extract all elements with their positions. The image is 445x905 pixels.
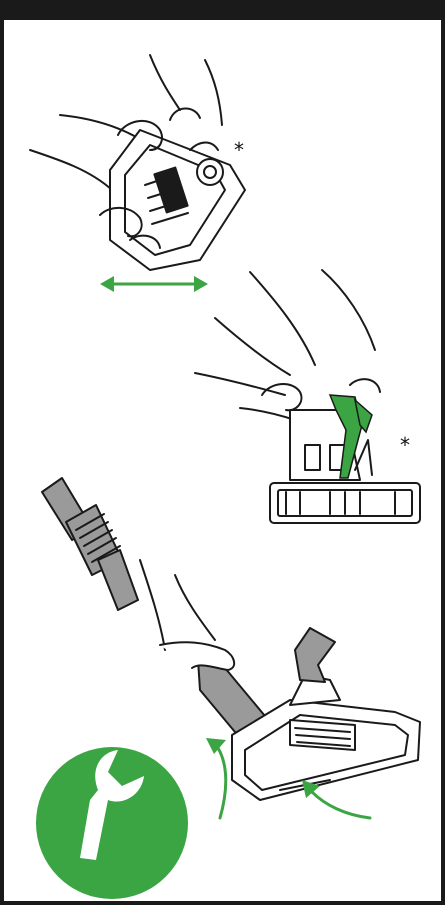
- release-clip: [328, 394, 373, 479]
- curved-arrow-head: [302, 780, 320, 798]
- step1-illustration: [29, 54, 246, 271]
- wrench-icon: [36, 747, 188, 899]
- step2-marker: *: [400, 433, 410, 457]
- double-headed-arrow-icon: [100, 276, 208, 292]
- curved-arrow-icon: [216, 746, 372, 820]
- step1-marker: *: [234, 138, 244, 162]
- curved-arrow-head: [206, 738, 226, 754]
- top-bar: [0, 0, 445, 20]
- step3-illustration: [41, 477, 421, 801]
